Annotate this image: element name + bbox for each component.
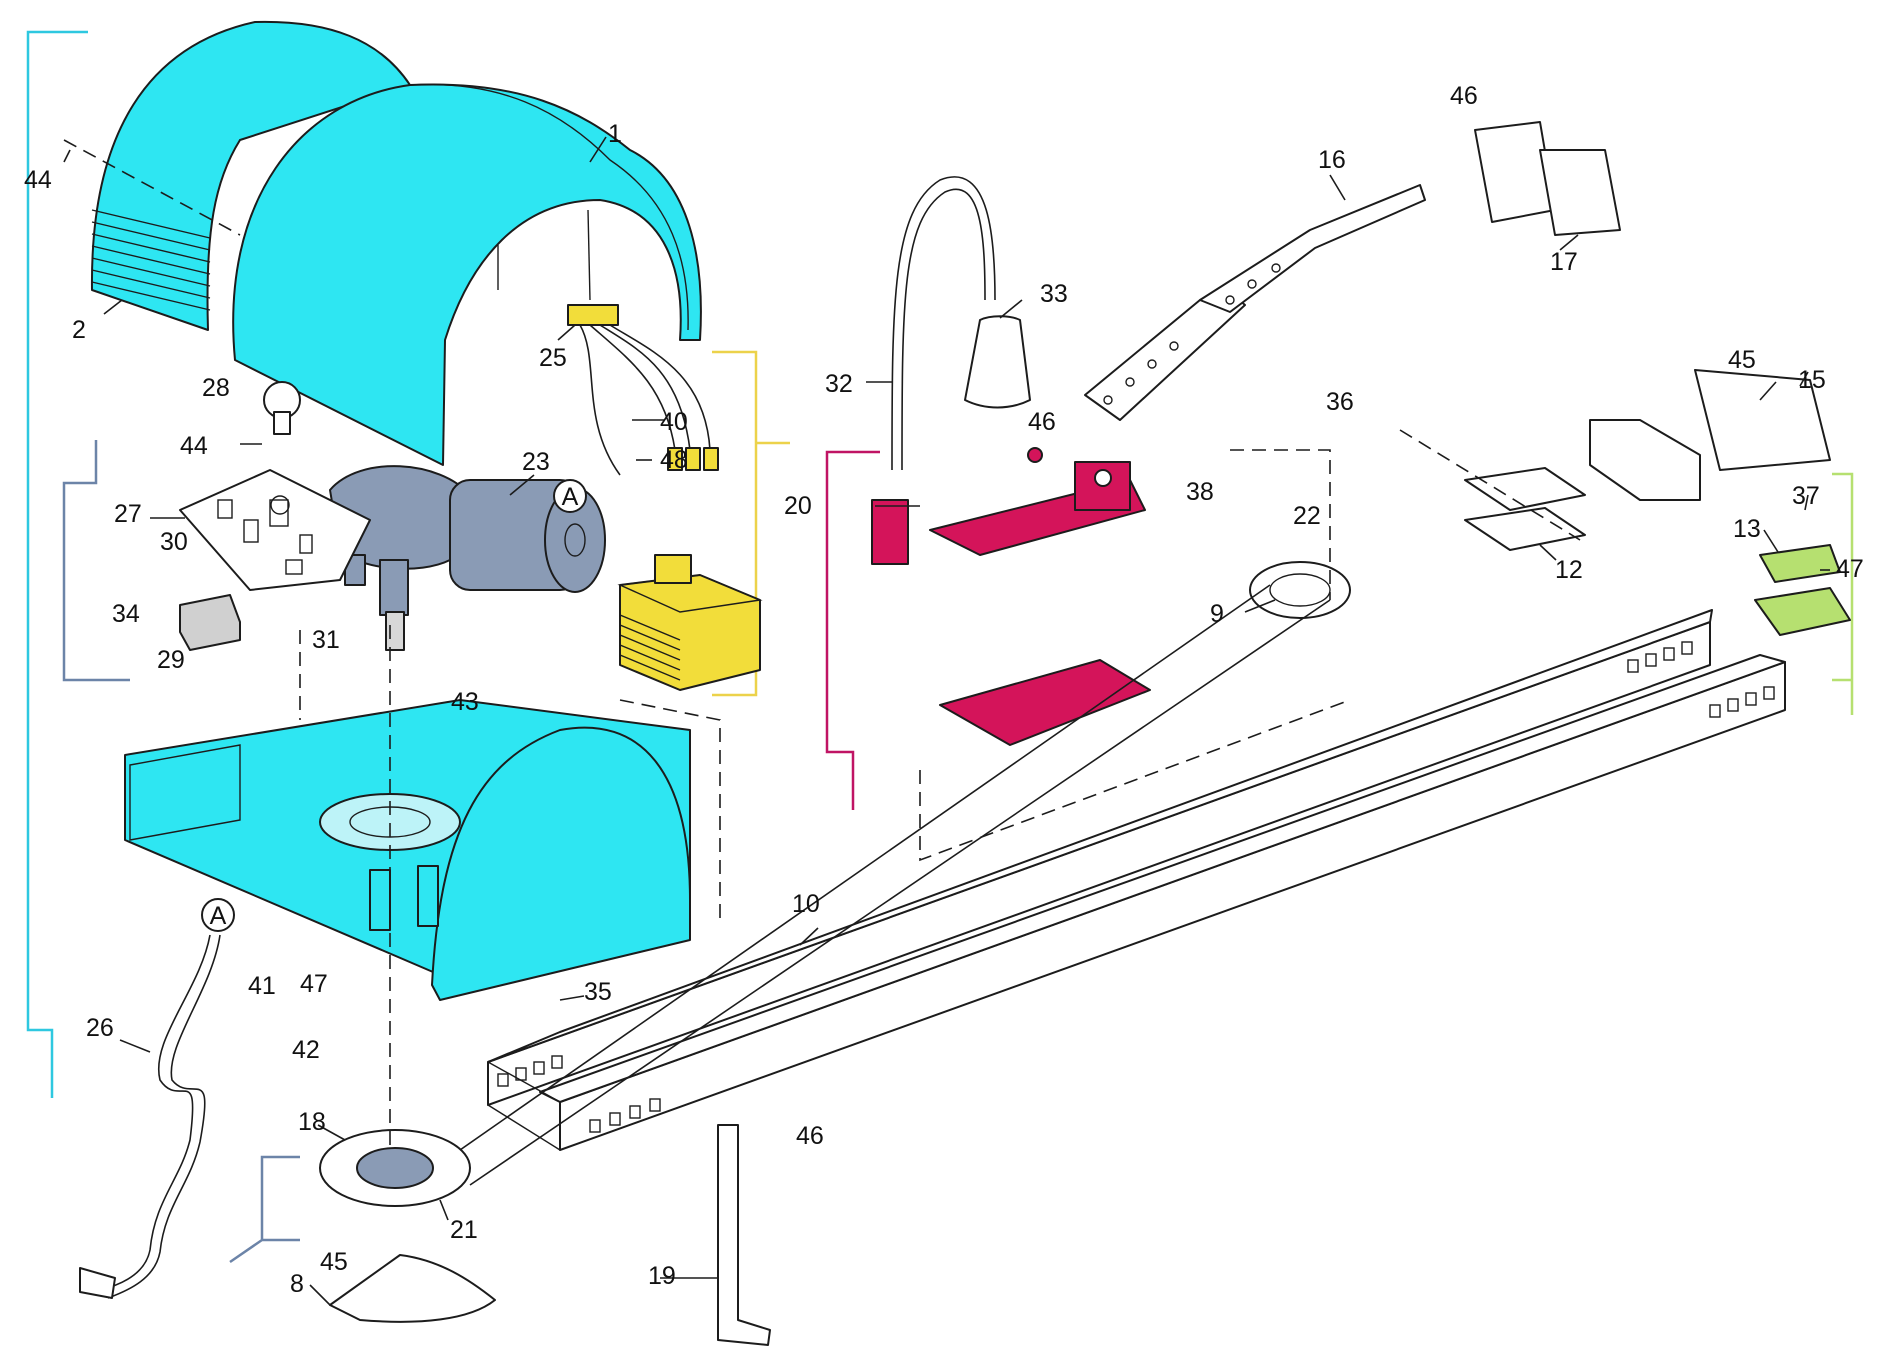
label-part-45-sprocket: 45 xyxy=(320,1248,348,1276)
front-cover xyxy=(232,83,702,466)
group-brackets xyxy=(26,30,1854,1264)
idler-pulley xyxy=(1249,561,1351,619)
label-part-29: 29 xyxy=(157,646,185,674)
label-part-37: 37 xyxy=(1792,482,1820,510)
label-part-46-strap: 46 xyxy=(796,1122,824,1150)
label-part-1: 1 xyxy=(608,120,622,148)
bracket-cover-group xyxy=(26,30,88,1098)
label-part-18: 18 xyxy=(298,1108,326,1136)
label-part-44-board: 44 xyxy=(180,432,208,460)
drive-sprocket xyxy=(319,584,1331,1207)
label-part-25: 25 xyxy=(539,344,567,372)
label-part-19: 19 xyxy=(648,1262,676,1290)
connector-a-markers: A A xyxy=(201,479,587,932)
wiring-harness xyxy=(567,304,719,476)
label-part-17: 17 xyxy=(1550,248,1578,276)
label-part-46-door: 46 xyxy=(1450,82,1478,110)
part-labels: 1 2 8 9 10 12 13 15 16 17 18 19 20 21 22… xyxy=(24,82,1864,1298)
bracket-sprocket-group xyxy=(229,1155,300,1264)
label-part-9: 9 xyxy=(1210,600,1224,628)
motor-base xyxy=(124,699,691,1001)
label-part-42: 42 xyxy=(292,1036,320,1064)
label-part-2: 2 xyxy=(72,316,86,344)
power-cord xyxy=(79,934,221,1299)
bracket-pcb-group xyxy=(62,440,130,682)
label-part-45-bracket: 45 xyxy=(1728,346,1756,374)
label-part-26: 26 xyxy=(86,1014,114,1042)
lamp-bulb xyxy=(263,381,301,435)
rail-holes xyxy=(497,641,1775,1133)
label-part-47-bracket: 47 xyxy=(1836,555,1864,583)
label-part-22: 22 xyxy=(1293,502,1321,530)
door-bracket xyxy=(1474,121,1621,236)
label-part-43: 43 xyxy=(451,688,479,716)
wire-terminals xyxy=(667,447,719,471)
carriage-assembly xyxy=(871,447,1151,746)
label-part-41: 41 xyxy=(248,972,276,1000)
label-part-31: 31 xyxy=(312,626,340,654)
label-part-32: 32 xyxy=(825,370,853,398)
cover-ribs xyxy=(91,209,211,311)
label-part-28: 28 xyxy=(202,374,230,402)
bracket-carriage-group xyxy=(825,450,880,810)
label-part-35: 35 xyxy=(584,978,612,1006)
door-arm xyxy=(1084,184,1426,421)
assembly-lines xyxy=(63,139,1581,1150)
label-part-36: 36 xyxy=(1326,388,1354,416)
connector-a-marker-cord xyxy=(201,898,235,932)
rear-cover xyxy=(90,20,411,331)
leader-lines xyxy=(63,136,1830,1306)
rail xyxy=(487,609,1786,1151)
label-part-15: 15 xyxy=(1798,366,1826,394)
label-part-34: 34 xyxy=(112,600,140,628)
transformer-laminations xyxy=(619,614,681,681)
connector-a-text-motor: A xyxy=(562,483,579,511)
terminal-block xyxy=(179,594,241,651)
bracket-transformer-group xyxy=(712,350,790,697)
label-part-40: 40 xyxy=(660,408,688,436)
label-part-47-base: 47 xyxy=(300,970,328,998)
label-part-46-carriage: 46 xyxy=(1028,408,1056,436)
hanger-strap xyxy=(717,1124,771,1346)
label-part-30: 30 xyxy=(160,528,188,556)
motor xyxy=(329,465,606,651)
green-bracket xyxy=(1754,544,1851,636)
bracket-mount-group xyxy=(1832,472,1854,715)
label-part-16: 16 xyxy=(1318,146,1346,174)
front-mount-bracket xyxy=(1589,369,1831,501)
label-part-23: 23 xyxy=(522,448,550,476)
connector-a-marker-motor xyxy=(553,479,587,513)
label-part-13: 13 xyxy=(1733,515,1761,543)
label-part-33: 33 xyxy=(1040,280,1068,308)
cable-and-bumper xyxy=(891,176,1031,471)
label-part-21: 21 xyxy=(450,1216,478,1244)
control-board xyxy=(179,469,371,591)
label-part-12: 12 xyxy=(1555,556,1583,584)
board-components xyxy=(217,495,313,575)
label-part-44-cover: 44 xyxy=(24,166,52,194)
arm-holes xyxy=(1103,263,1281,405)
transformer xyxy=(617,554,763,691)
label-part-27: 27 xyxy=(114,500,142,528)
connector-a-text-cord: A xyxy=(210,902,227,930)
label-part-20: 20 xyxy=(784,492,812,520)
label-part-10: 10 xyxy=(792,890,820,918)
slider-block xyxy=(1464,467,1586,551)
label-part-38: 38 xyxy=(1186,478,1214,506)
sprocket-cover xyxy=(329,1254,496,1323)
label-part-8: 8 xyxy=(290,1270,304,1298)
label-part-48: 48 xyxy=(660,446,688,474)
